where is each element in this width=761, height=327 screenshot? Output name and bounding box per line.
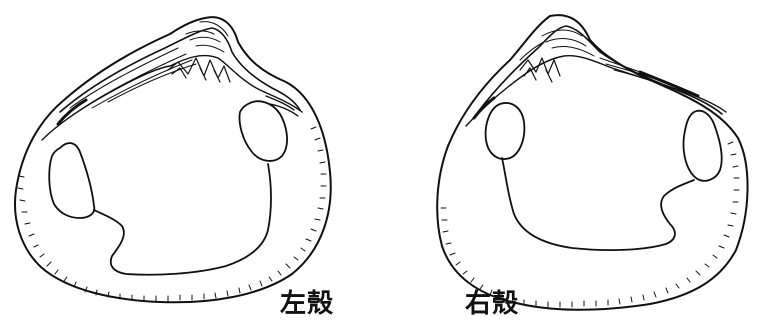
- right-valve-anterior-adductor-scar: [486, 103, 525, 159]
- left-valve-hinge-hatching: [70, 22, 228, 110]
- left-valve: [15, 17, 331, 302]
- right-valve-margin-ticks: [441, 142, 739, 307]
- right-valve-posterior-adductor-scar: [684, 111, 722, 181]
- right-valve-hinge-plate: [478, 26, 722, 114]
- left-valve-anterior-adductor-scar: [49, 143, 94, 218]
- right-valve-pallial-line: [502, 158, 694, 250]
- right-valve-outline: [437, 15, 747, 310]
- left-valve-hinge-teeth: [168, 58, 230, 82]
- left-valve-hinge-dark-band: [58, 100, 86, 124]
- right-valve-label: 右殼: [465, 291, 519, 317]
- right-valve-hinge-teeth: [520, 58, 560, 82]
- left-valve-pallial-line: [94, 164, 271, 275]
- right-valve-hinge-dark-band: [474, 72, 698, 118]
- left-valve-label: 左殼: [280, 291, 334, 317]
- left-valve-posterior-adductor-scar: [240, 101, 288, 161]
- right-valve: [437, 15, 747, 310]
